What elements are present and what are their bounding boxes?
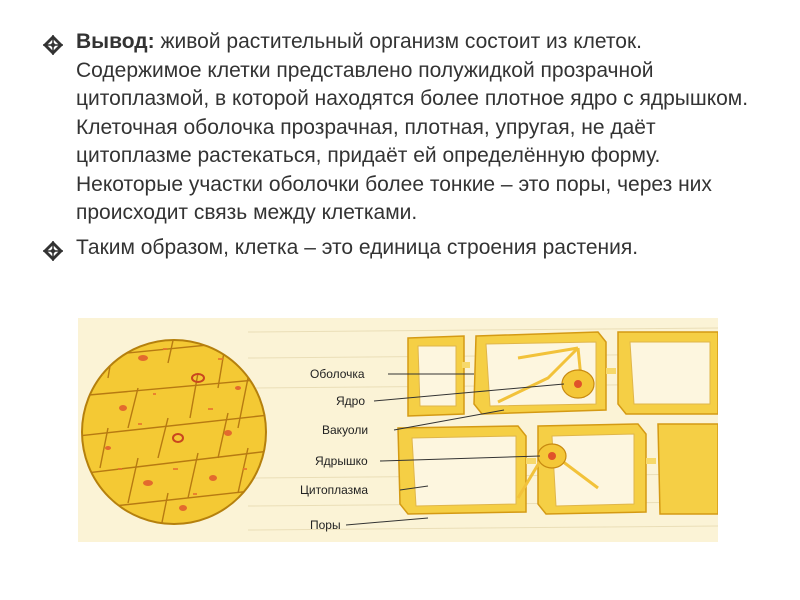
conclusion-body: живой растительный организм состоит из к… [76,30,749,224]
conclusion-lead: Вывод: [76,30,155,53]
plant-cell-figure: Оболочка Ядро Вакуоли Ядрышко Цитоплазма… [78,318,718,542]
plant-cell-illustration: Оболочка Ядро Вакуоли Ядрышко Цитоплазма… [81,327,718,532]
microscope-view [81,339,267,525]
leader-lines [345,373,565,526]
diamond-bullet-icon [42,234,76,262]
summary-bullet: Таким образом, клетка – это единица стро… [42,234,762,263]
conclusion-text: Вывод: живой растительный организм состо… [76,28,762,228]
diamond-bullet-icon [42,28,76,56]
bullet-list: Вывод: живой растительный организм состо… [42,28,762,262]
summary-body: Таким образом, клетка – это единица стро… [76,235,633,259]
cell-diagram [397,331,718,515]
label-nucleolus: Ядрышко [315,454,368,468]
label-pores: Поры [310,518,341,532]
label-cytoplasm: Цитоплазма [300,483,368,497]
summary-end: . [632,235,639,259]
label-vacuoles: Вакуоли [322,423,368,437]
label-membrane: Оболочка [310,367,365,381]
conclusion-bullet: Вывод: живой растительный организм состо… [42,28,762,228]
summary-text: Таким образом, клетка – это единица стро… [76,234,762,263]
label-nucleus: Ядро [336,394,365,408]
